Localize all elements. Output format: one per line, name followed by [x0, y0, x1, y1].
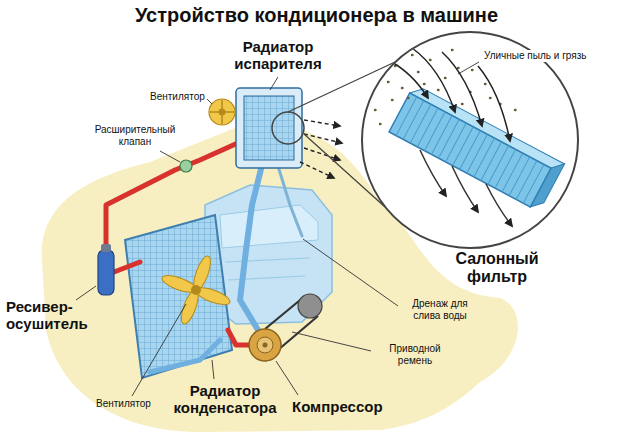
expansion-valve [180, 160, 192, 172]
condenser-radiator [125, 215, 232, 378]
part-name: Радиатор испарителя [223, 38, 333, 73]
magnifier-circle [362, 32, 578, 248]
cabin-filter [389, 84, 564, 211]
callout-label: Уличные пыль и грязь [482, 50, 588, 62]
part-name: Ресивер-осушитель [6, 298, 96, 333]
callout-label: Вентилятор [96, 398, 151, 410]
diagram-title: Устройство кондиционера в машине [0, 4, 633, 27]
part-name: Компрессор [292, 398, 383, 415]
callout-label: Дренаж для слива воды [402, 298, 478, 321]
drain-tube [278, 166, 302, 236]
evaporator-fan [209, 99, 235, 125]
dirty-air-arrows [385, 48, 510, 141]
callout-label: Приводной ремень [375, 343, 455, 366]
receiver-drier [98, 244, 114, 295]
condenser-fan [160, 254, 232, 326]
callout-label: Вентилятор [150, 91, 205, 103]
evaporator [236, 88, 302, 168]
refrigerant-pipes [106, 142, 262, 372]
leader-lines [76, 62, 479, 396]
callout-label: Расширительный клапан [87, 124, 183, 147]
compressor [249, 294, 322, 361]
clean-air-arrows [420, 150, 512, 226]
part-name: Радиатор конденсатора [167, 382, 283, 417]
part-name: Салонный фильтр [442, 250, 552, 287]
